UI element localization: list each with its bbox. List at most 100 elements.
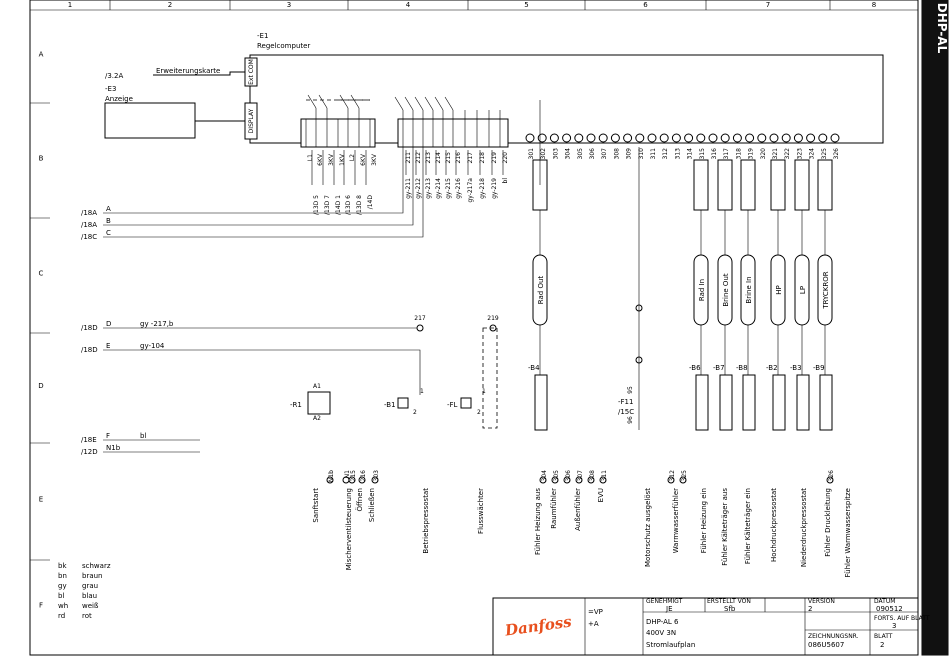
relay-contact (307, 94, 317, 109)
side-strip-fill (922, 0, 948, 655)
relay-terminal: L1 (307, 154, 314, 161)
sensor-terminal: 311 (650, 148, 657, 160)
column-number: 3 (287, 1, 291, 9)
column-number: 8 (872, 1, 876, 9)
relay-ref: /13D 7 (324, 195, 331, 215)
sensor-terminal: 317 (723, 148, 730, 160)
bottom-label: Fühler Warmwasserspitze (844, 488, 852, 577)
sensor-terminal-circle (793, 133, 803, 143)
extension-label: Erweiterungskarte (156, 67, 220, 75)
bottom-terminal (587, 476, 595, 484)
title-datum-header: DATUM (874, 598, 895, 605)
bottom-terminal-label: 305 (553, 470, 560, 482)
sensor-ref: -B6 (689, 364, 701, 372)
row-letter: E (39, 496, 43, 504)
legend-code: gy (58, 582, 67, 590)
port-display-label: DISPLAY (248, 108, 255, 133)
sensor-ref: -B7 (713, 364, 725, 372)
sensor-terminal: 304 (565, 148, 572, 160)
title-datum-value: 090512 (876, 605, 903, 613)
feed-letter: A (106, 205, 111, 213)
sensor-terminal: 313 (674, 148, 681, 160)
bottom-terminal-label: 311 (601, 470, 608, 482)
sensor-label: HP (775, 285, 783, 295)
bottom-terminal (667, 476, 675, 484)
wire-a (200, 147, 404, 214)
feed-wire-label: gy-104 (140, 342, 165, 350)
junction-217 (416, 324, 424, 332)
sensor-terminal: 307 (601, 148, 608, 160)
bottom-terminal (358, 476, 366, 484)
bottom-label: Fühler Heizung aus (534, 488, 542, 555)
title-version-header: VERSION (808, 598, 835, 605)
wire-e (200, 349, 421, 395)
legend-name: blau (82, 592, 97, 600)
sensor-terminal-circle (708, 133, 718, 143)
sensor-terminal-circle (647, 133, 657, 143)
sensor-terminal-circle (818, 133, 828, 143)
motor-cross: /15C (618, 408, 634, 416)
feed-ref: /18C (81, 233, 97, 241)
sensor-terminal-circle (549, 133, 559, 143)
relay-contact (339, 94, 349, 109)
title-version-value: 2 (808, 605, 812, 613)
sensor-label: LP (799, 286, 807, 294)
bottom-terminal-label: 306 (565, 470, 572, 482)
bottom-terminal-label: 326 (828, 470, 835, 482)
relay-terminal: 6KV (317, 153, 324, 166)
legend-code: rd (58, 612, 65, 620)
input-wire-label: gy-213 (425, 178, 432, 199)
input-terminal: 216 (455, 152, 462, 164)
feed-letter: D (106, 320, 111, 328)
switch-b1-ref: -B1 (384, 401, 396, 409)
column-number: 5 (524, 1, 528, 9)
bottom-terminal-label: 307 (577, 470, 584, 482)
legend-code: wh (58, 602, 68, 610)
sensor-terminal: 314 (687, 148, 694, 160)
title-fortsetzung-header: FORTS. AUF BLATT (874, 615, 930, 622)
input-terminal: 219 (491, 152, 498, 164)
input-wire-label: gy-215 (445, 178, 452, 199)
input-contact (414, 96, 424, 111)
sensor-terminal-circle (720, 133, 730, 143)
sensor-lead (693, 159, 709, 211)
sensor-terminal: 302 (540, 148, 547, 160)
bottom-label: EVU (597, 488, 605, 502)
danfoss-logo: Danfoss (503, 612, 573, 639)
sensor-terminal-circle (659, 133, 669, 143)
relay-ref: /14D (367, 195, 374, 210)
sensor-terminal-circle (623, 133, 633, 143)
row-letter: C (39, 270, 44, 278)
input-wire-label: gy-216 (455, 178, 462, 199)
relay-ref: /14D 1 (335, 195, 342, 215)
sensor-terminal: 301 (528, 148, 535, 160)
motor-p1: 95 (627, 386, 634, 394)
input-contact (394, 96, 404, 111)
bottom-terminal (326, 476, 334, 484)
sensor-ref: -B8 (736, 364, 748, 372)
input-contact (404, 96, 414, 111)
sensor-lead (817, 159, 833, 211)
title-zeichnung-value: 086U5607 (808, 641, 844, 649)
input-wire-label: bl (502, 178, 509, 184)
feed-ref: /12D (81, 448, 98, 456)
feed-ref: /18A (81, 221, 97, 229)
relay-ref: /13D 5 (313, 195, 320, 215)
sensor-ref: -B3 (790, 364, 802, 372)
legend-name: grau (82, 582, 98, 590)
input-wire-label: gy-212 (415, 178, 422, 199)
bottom-label: Motorschutz ausgelöst (644, 488, 652, 567)
feed-wire-label: bl (140, 432, 146, 440)
sensor-ref: -B9 (813, 364, 825, 372)
input-wire-label: gy-211 (405, 178, 412, 199)
input-contact (444, 96, 454, 111)
sensor-label: Rad Out (537, 276, 545, 305)
bottom-terminal-label: N1b (328, 470, 335, 482)
sensor-lead (740, 159, 756, 211)
display-box (104, 102, 196, 139)
input-terminal: 220 (502, 152, 509, 164)
bottom-terminal-label: 303 (373, 470, 380, 482)
sensor-terminal (742, 374, 756, 431)
sensor-terminal (719, 374, 733, 431)
sensor-terminal-circle (586, 133, 596, 143)
